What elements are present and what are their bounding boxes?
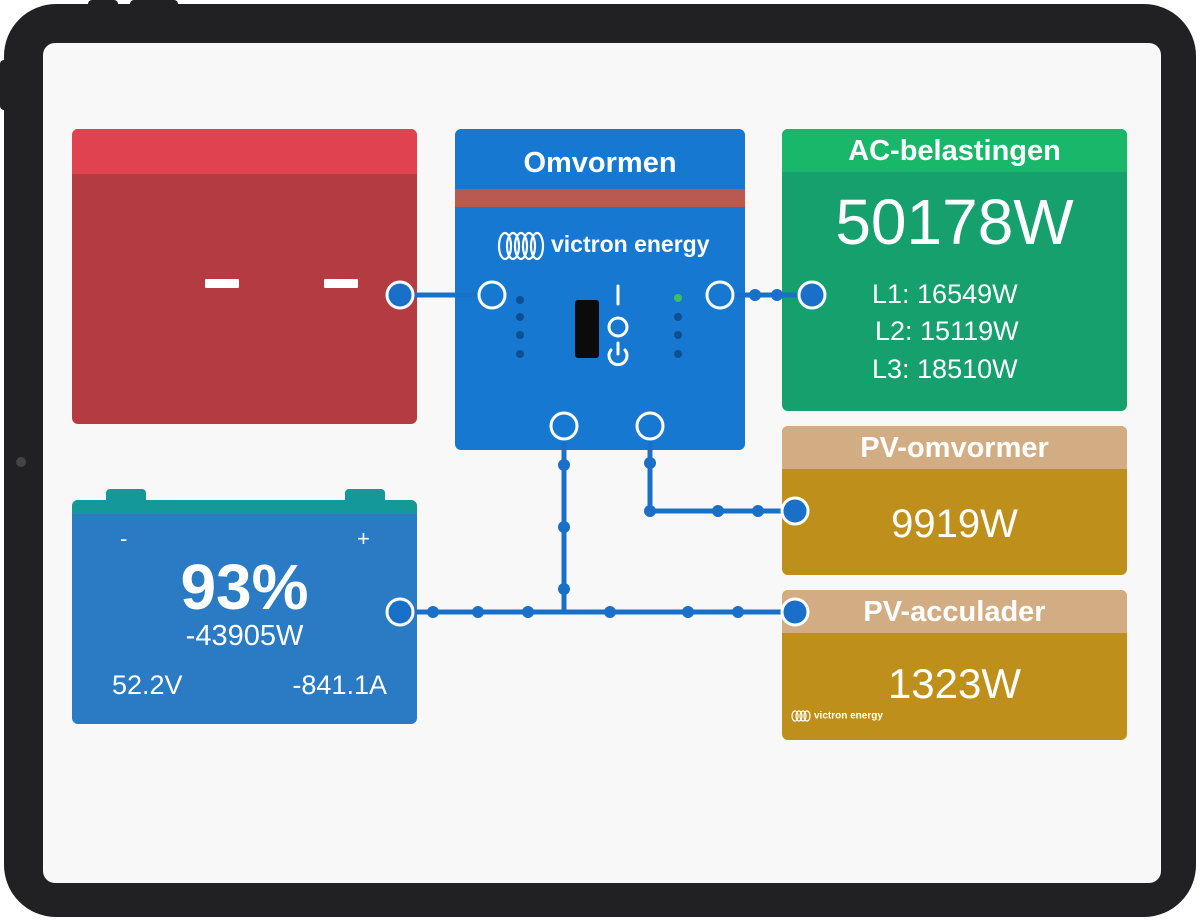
victron-coil-icon [791, 710, 811, 722]
battery-tile[interactable]: - + 93% -43905W 52.2V -841.1A [72, 489, 417, 724]
ac-line-l1: L1: 16549W [872, 279, 1018, 309]
pv-charger-value: 1323W [887, 660, 1022, 707]
battery-voltage: 52.2V [112, 670, 183, 700]
victron-logo: victron energy [495, 229, 710, 263]
status-led [516, 331, 524, 339]
battery-connector [385, 597, 415, 627]
brand-label: victron energy [814, 710, 883, 722]
ac-loads-tile[interactable]: AC-belastingen 50178W L1: 16549W L2: 151… [782, 129, 1127, 411]
battery-soc: 93% [180, 551, 309, 623]
grid-value-dash [205, 279, 239, 288]
ac-loads-connector [797, 280, 827, 310]
pv-inverter-title: PV-omvormer [782, 426, 1127, 469]
status-led [674, 313, 682, 321]
power-switch-icon[interactable] [605, 284, 635, 370]
inverter-display [575, 300, 599, 358]
pv-charger-tile[interactable]: PV-acculader 1323W victron energy [782, 590, 1127, 740]
grid-tile[interactable]: – – [72, 129, 417, 424]
battery-terminal-minus [106, 489, 146, 503]
pv-charger-connector [780, 597, 810, 627]
inverter-ac-in-connector [477, 280, 507, 310]
ac-loads-total: 50178W [835, 186, 1074, 258]
inverter-ac-out-connector [705, 280, 735, 310]
pv-charger-title: PV-acculader [782, 590, 1127, 633]
brand-label: victron energy [551, 231, 710, 258]
inverter-dc-connector [549, 411, 579, 441]
wire-inverter-pvinv [647, 426, 795, 514]
hardware-button [130, 0, 178, 10]
ac-line-l3: L3: 18510W [872, 354, 1018, 384]
inverter-pv-connector [635, 411, 665, 441]
plus-sign: + [357, 526, 370, 551]
ac-line-l2: L2: 15119W [875, 316, 1019, 346]
hardware-button [0, 60, 8, 110]
status-led [674, 350, 682, 358]
hardware-button [88, 0, 118, 10]
connector-nodes [385, 280, 827, 627]
minus-sign: - [120, 526, 128, 551]
status-led [516, 350, 524, 358]
inverter-band [455, 189, 745, 207]
ac-loads-title: AC-belastingen [782, 129, 1127, 172]
grid-connector [385, 280, 415, 310]
camera-icon [16, 457, 26, 467]
victron-mini-logo: victron energy [790, 710, 883, 722]
battery-cap [72, 500, 417, 514]
grid-header [72, 129, 417, 174]
pv-inverter-connector [780, 496, 810, 526]
status-led [516, 313, 524, 321]
pv-inverter-tile[interactable]: PV-omvormer 9919W [782, 426, 1127, 575]
grid-value-dash [324, 279, 358, 288]
flow-dots [427, 289, 783, 618]
status-led [516, 296, 524, 304]
battery-current: -841.1A [292, 670, 387, 700]
victron-coil-icon [497, 231, 545, 261]
status-led [674, 331, 682, 339]
pv-inverter-value: 9919W [891, 502, 1018, 546]
status-led-on [674, 294, 682, 302]
battery-terminal-plus [345, 489, 385, 503]
battery-power: -43905W [185, 620, 304, 652]
inverter-title: Omvormen [523, 147, 677, 179]
